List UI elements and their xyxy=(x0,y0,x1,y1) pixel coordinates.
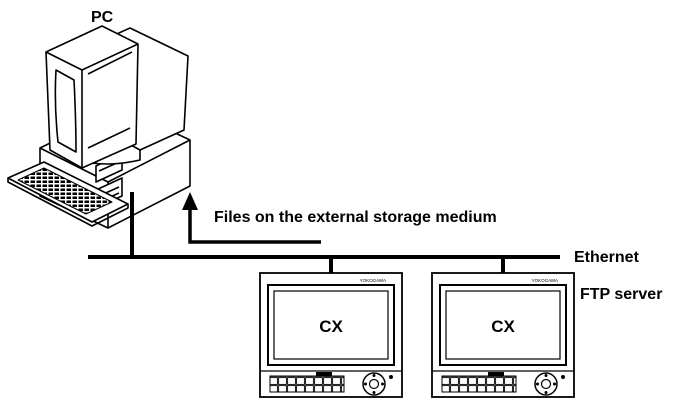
device-brand-label: YOKOGAWA xyxy=(532,278,558,283)
file-transfer-arrow xyxy=(182,192,321,244)
pc-computer-icon xyxy=(7,25,191,229)
device-cx-label: CX xyxy=(319,317,343,336)
cx-recorder-icon: YOKOGAWA CX xyxy=(431,272,575,398)
ethernet-label: Ethernet xyxy=(574,249,640,266)
arrow-label: Files on the external storage medium xyxy=(214,209,497,226)
device-brand-label: YOKOGAWA xyxy=(360,278,386,283)
device-cx-label: CX xyxy=(491,317,515,336)
ftp-server-label: FTP server xyxy=(580,286,662,303)
pc-label: PC xyxy=(91,9,114,26)
network-wiring xyxy=(88,192,560,273)
cx-recorder-icon: YOKOGAWA CX xyxy=(259,272,403,398)
